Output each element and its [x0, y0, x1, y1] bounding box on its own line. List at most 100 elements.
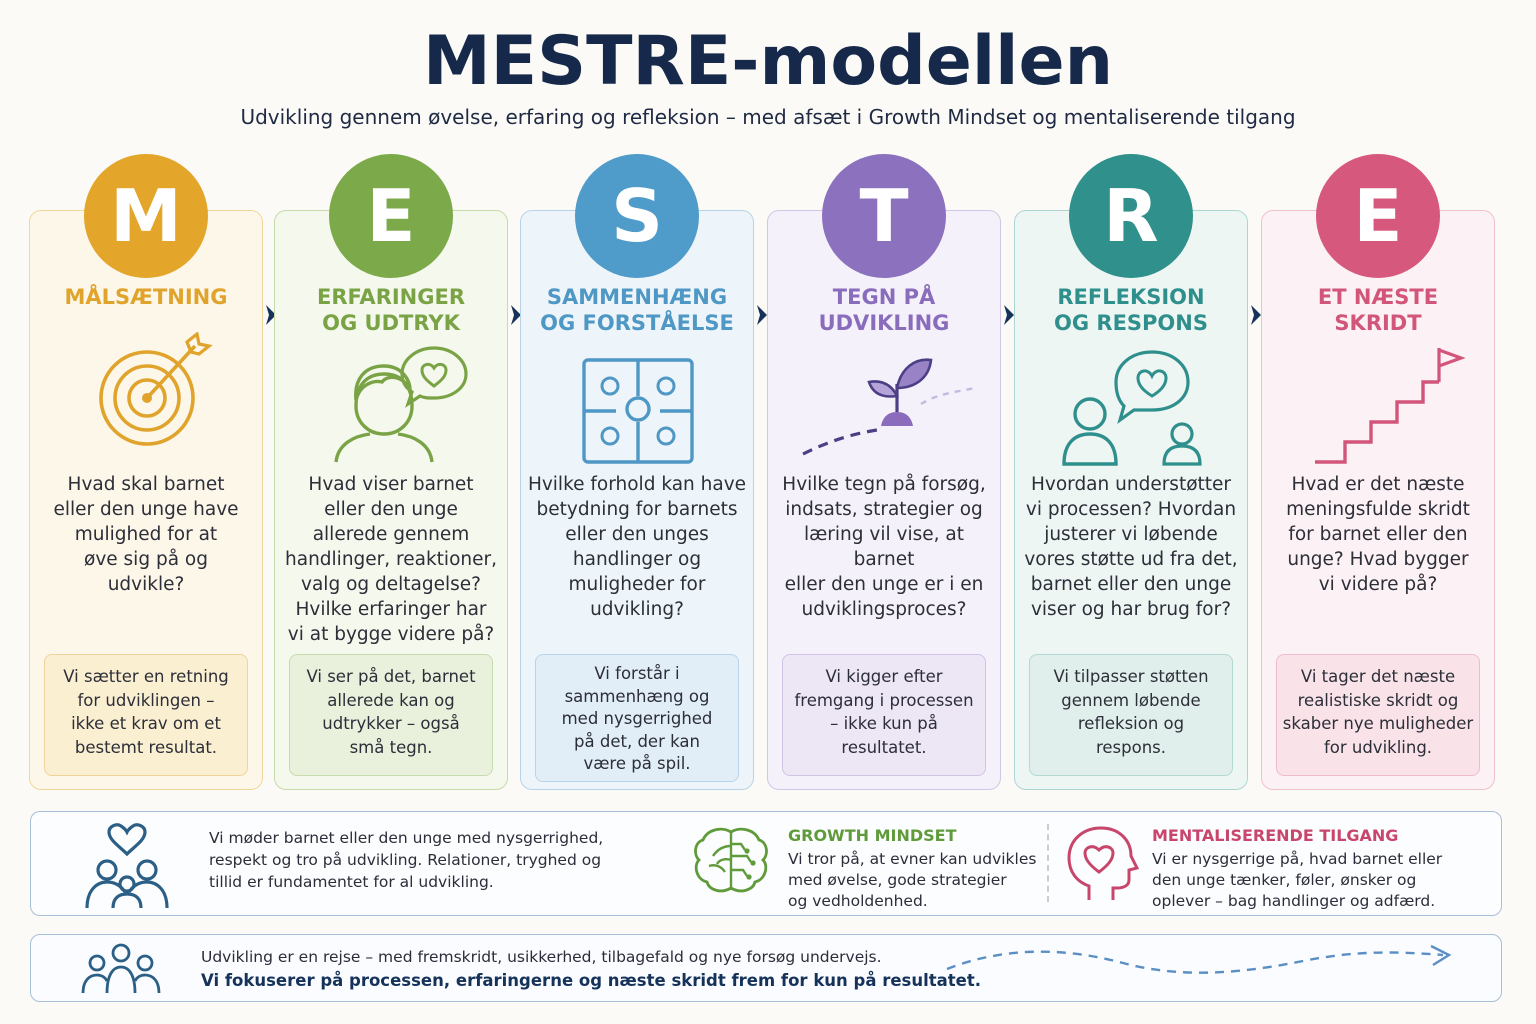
people-dialogue-heart-icon — [1058, 346, 1208, 470]
relations-line: respekt og tro på udvikling. Relationer,… — [209, 851, 602, 869]
step-title-line: TEGN PÅ — [832, 285, 936, 309]
note-line: sammenhæng og — [564, 686, 710, 706]
stairs-flag-icon — [1311, 346, 1471, 470]
question-line: vi videre på? — [1318, 574, 1438, 595]
question-line: Hvad viser barnet — [308, 474, 474, 495]
step-title-line: SKRIDT — [1334, 311, 1422, 335]
note-line: fremgang i processen — [794, 690, 974, 710]
mentaliserende-title: MENTALISERENDE TILGANG — [1152, 826, 1399, 845]
note-line: for udvikling. — [1323, 737, 1433, 757]
note-line: gennem løbende — [1061, 690, 1201, 710]
page-subtitle: Udvikling gennem øvelse, erfaring og ref… — [240, 105, 1296, 129]
growth-mindset-text: Vi tror på, at evner kan udvikles med øv… — [788, 849, 1036, 912]
mental-line: oplever – bag handlinger og adfærd. — [1152, 892, 1436, 910]
brain-icon — [694, 827, 768, 893]
question-line: udvikling? — [590, 599, 684, 620]
question-line: Hvordan understøtter — [1030, 474, 1232, 495]
chevron-right-icon — [1249, 303, 1263, 331]
chevron-right-icon — [264, 303, 278, 331]
step-title-line: OG FORSTÅELSE — [540, 311, 734, 335]
note-line: – ikke kun på — [830, 714, 938, 733]
group-icon — [81, 943, 161, 994]
chevron-right-icon — [755, 303, 769, 331]
question-line: udviklingsproces? — [801, 599, 967, 620]
note-line: Vi tilpasser støtten — [1053, 667, 1209, 686]
growth-line: og vedholdenhed. — [788, 892, 928, 910]
question-line: Hvad er det næste — [1291, 474, 1465, 495]
chevron-right-icon — [1002, 303, 1016, 331]
question-line: valg og deltagelse? — [301, 574, 481, 595]
note-line: bestemt resultat. — [74, 737, 218, 757]
journey-line-1: Udvikling er en rejse – med fremskridt, … — [201, 948, 882, 966]
relations-line: tillid er fundamentet for al udvikling. — [209, 873, 494, 891]
relations-line: Vi møder barnet eller den unge med nysge… — [209, 829, 604, 847]
step-letter-badge: R — [1069, 154, 1193, 278]
note-line: Vi ser på det, barnet — [306, 667, 476, 686]
note-line: små tegn. — [349, 737, 433, 757]
step-title: MÅLSÆTNING — [29, 284, 263, 310]
step-letter-badge: S — [575, 154, 699, 278]
question-line: udvikle? — [107, 574, 185, 595]
child-speech-heart-icon — [326, 340, 476, 468]
question-line: handlinger og — [572, 549, 702, 570]
family-heart-icon — [85, 823, 169, 909]
question-line: barnet eller den unge — [1030, 574, 1232, 595]
question-line: øve sig på og — [84, 549, 208, 570]
relations-text: Vi møder barnet eller den unge med nysge… — [209, 827, 603, 893]
question-line: Hvilke tegn på forsøg, — [782, 474, 986, 495]
question-line: viser og har brug for? — [1030, 599, 1232, 620]
note-line: med nysgerrighed — [561, 709, 713, 728]
note-line: refleksion og — [1077, 714, 1185, 733]
step-note: Vi tilpasser støtten gennem løbende reflek… — [1029, 654, 1233, 776]
question-line: muligheder for — [568, 574, 706, 595]
question-line: unge? Hvad bygger — [1287, 549, 1469, 570]
step-letter-badge: M — [84, 154, 208, 278]
question-line: vores støtte ud fra det, — [1024, 549, 1238, 570]
question-line: læring vil vise, at barnet — [804, 524, 964, 570]
note-line: allerede kan og — [327, 690, 455, 710]
question-line: for barnet eller den — [1288, 524, 1468, 545]
panel-divider — [1047, 824, 1049, 902]
journey-panel: Udvikling er en rejse – med fremskridt, … — [30, 934, 1502, 1002]
note-line: være på spil. — [583, 754, 691, 773]
growth-line: med øvelse, gode strategier — [788, 871, 1007, 889]
question-line: handlinger, reaktioner, — [285, 549, 497, 570]
step-letter-badge: T — [822, 154, 946, 278]
foundation-panel: Vi møder barnet eller den unge med nysge… — [30, 811, 1502, 916]
mental-line: Vi er nysgerrige på, hvad barnet eller — [1152, 850, 1443, 868]
step-question: Hvilke tegn på forsøg, indsats, strategie… — [773, 472, 995, 622]
step-title-line: OG RESPONS — [1054, 311, 1208, 335]
dashed-arrow-icon — [946, 944, 1452, 974]
step-title-line: ET NÆSTE — [1317, 285, 1439, 309]
note-line: Vi tager det næste — [1300, 667, 1456, 686]
question-line: Hvad skal barnet — [67, 474, 225, 495]
note-line: på det, der kan — [574, 731, 700, 751]
question-line: indsats, strategier og — [785, 499, 983, 520]
mental-line: den unge tænker, føler, ønsker og — [1152, 871, 1417, 889]
mentaliserende-text: Vi er nysgerrige på, hvad barnet eller d… — [1152, 849, 1442, 912]
note-line: udtrykker – også — [322, 714, 460, 733]
head-heart-icon — [1067, 826, 1139, 900]
growth-mindset-title: GROWTH MINDSET — [788, 826, 957, 845]
question-line: betydning for barnets — [536, 499, 738, 520]
chevron-right-icon — [509, 303, 523, 331]
question-line: justerer vi løbende — [1044, 524, 1218, 545]
note-line: ikke et krav om et — [71, 714, 221, 733]
note-line: realistiske skridt og — [1297, 690, 1459, 710]
journey-line-2: Vi fokuserer på processen, erfaringerne … — [201, 971, 982, 990]
growth-line: Vi tror på, at evner kan udvikles — [788, 850, 1037, 868]
question-line: eller den unge — [324, 499, 458, 520]
target-arrow-icon — [87, 331, 227, 456]
step-title-line: OG UDTRYK — [322, 311, 460, 335]
step-letter-badge: E — [329, 154, 453, 278]
